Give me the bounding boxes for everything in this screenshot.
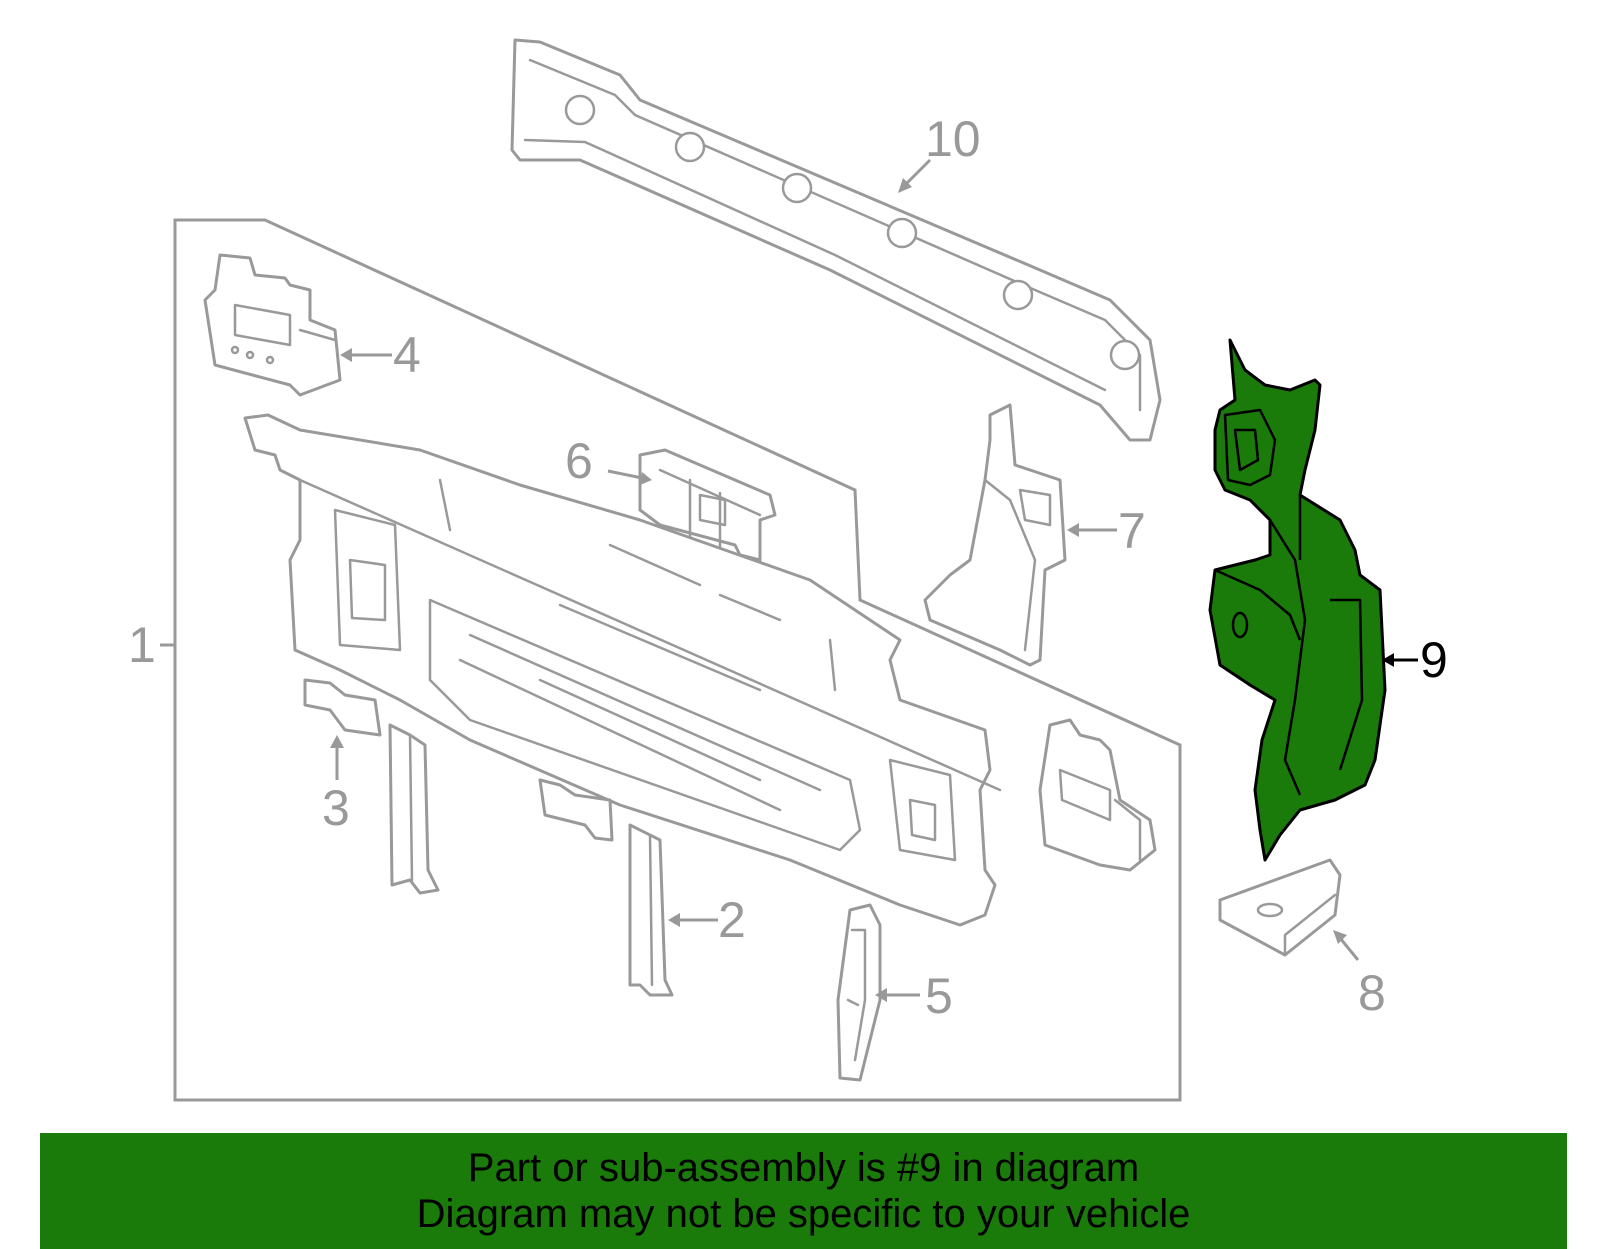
part-5[interactable] bbox=[836, 903, 882, 1082]
callout-label-8: 8 bbox=[1358, 965, 1386, 1021]
left-strip[interactable] bbox=[388, 723, 440, 895]
callout-label-1: 1 bbox=[128, 617, 156, 673]
callout-label-6: 6 bbox=[565, 433, 593, 489]
banner-line-part: Part or sub-assembly is #9 in diagram bbox=[467, 1146, 1140, 1190]
part-6[interactable] bbox=[638, 448, 777, 562]
center-plate[interactable] bbox=[538, 778, 614, 842]
part-4[interactable] bbox=[203, 253, 342, 397]
callout-label-3: 3 bbox=[322, 780, 350, 836]
info-banner: Part or sub-assembly is #9 in diagram Di… bbox=[40, 1133, 1567, 1249]
banner-line-disclaimer: Diagram may not be specific to your vehi… bbox=[416, 1192, 1191, 1236]
parts-diagram: 10 4 6 7 1 3 2 5 8 9 bbox=[128, 38, 1448, 1102]
assembly-outline bbox=[173, 218, 1182, 1102]
part-9-highlighted[interactable] bbox=[1208, 338, 1387, 862]
right-bracket[interactable] bbox=[1038, 718, 1157, 872]
rear-panel[interactable] bbox=[243, 413, 1002, 927]
part-3[interactable] bbox=[303, 678, 382, 737]
callout-label-2: 2 bbox=[718, 892, 746, 948]
part-8[interactable] bbox=[1218, 858, 1342, 957]
part-7[interactable] bbox=[923, 403, 1067, 667]
part-10[interactable] bbox=[510, 38, 1162, 442]
callout-lines bbox=[160, 158, 1360, 1002]
callout-label-4: 4 bbox=[393, 327, 421, 383]
callout-9-line bbox=[1382, 653, 1418, 667]
callout-label-7: 7 bbox=[1118, 503, 1146, 559]
part-2[interactable] bbox=[628, 823, 674, 997]
callout-label-10: 10 bbox=[925, 111, 981, 167]
callout-label-5: 5 bbox=[925, 968, 953, 1024]
callout-label-9: 9 bbox=[1420, 632, 1448, 688]
